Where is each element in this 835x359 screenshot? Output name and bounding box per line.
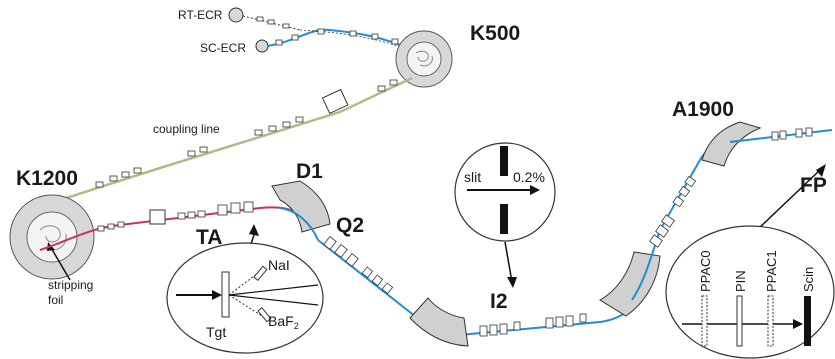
beam-final-segment [729,127,833,143]
d1-beam-blue [279,207,319,241]
ta-label: TA [196,226,222,249]
d1-dipole [271,180,331,233]
rt-ecr-label: RT-ECR [178,8,223,22]
fp-detector-scin: Scin [801,267,816,292]
fp-detector-pin: PIN [733,270,748,292]
ta-baf-subscript: 2 [294,321,299,331]
dipole-3 [409,297,469,347]
stripping-foil-label-2: foil [48,293,63,307]
ta-target-label: Tgt [206,324,226,340]
sc-ecr-label: SC-ECR [200,41,246,55]
ta-nai-label: NaI [268,257,290,273]
ta-baf-label: BaF2 [268,313,299,331]
stripping-foil-label-1: stripping [48,278,93,292]
a1900-label: A1900 [672,98,734,121]
coupling-line [59,76,413,202]
ta-inset [166,224,324,354]
i2-slit-value: 0.2% [513,169,545,185]
i2-slit-inset [454,142,556,288]
fp-detector-ppac1: PPAC1 [764,250,779,292]
i2-slit-label: slit [464,169,481,185]
i2-label: I2 [490,290,508,313]
k1200-cyclotron [9,194,95,280]
d1-label: D1 [296,160,323,183]
k1200-label: K1200 [16,167,78,190]
fp-detector-ppac0: PPAC0 [698,250,713,292]
k500-label: K500 [470,22,520,45]
fp-inset [665,164,835,359]
fp-label: FP [800,174,827,197]
ta-baf-main: BaF [268,313,294,329]
coupling-line-label: coupling line [153,122,220,136]
k500-cyclotron [395,30,453,88]
q2-label: Q2 [336,214,364,237]
sc-ecr-source [255,28,421,55]
rt-ecr-source [228,7,301,31]
a1900-dipole [701,121,762,167]
dipole-4 [599,251,661,317]
